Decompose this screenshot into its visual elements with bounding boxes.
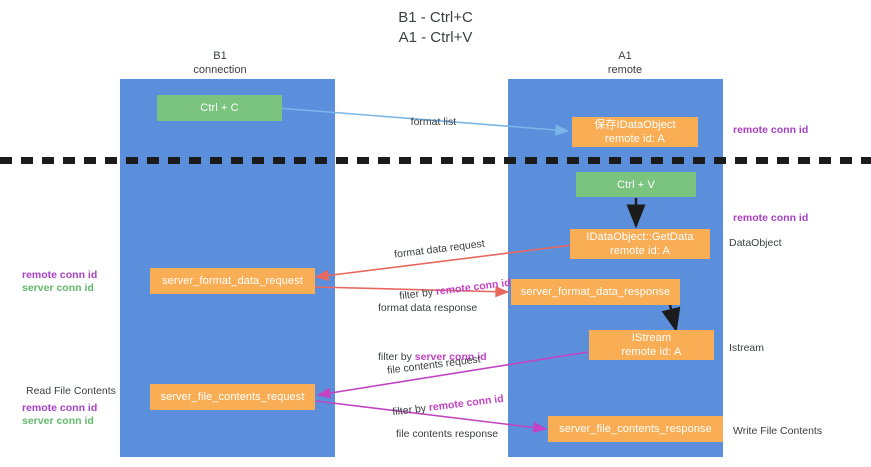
filter-key-2: server conn id (414, 351, 487, 363)
column-header-b1: B1 connection (193, 50, 247, 76)
node-idataobject-getdata-line2: remote id: A (610, 245, 670, 257)
node-server-file-contents-request[interactable]: server_file_contents_request (150, 384, 315, 410)
page-title: B1 - Ctrl+C A1 - Ctrl+V (398, 9, 473, 46)
node-idataobject-save-line1: 保存IDataObject (594, 119, 676, 131)
section-divider-dashed (0, 157, 871, 164)
node-server-format-data-request[interactable]: server_format_data_request (150, 268, 315, 294)
node-ctrl-v[interactable]: Ctrl + V (576, 172, 696, 197)
node-server-file-contents-request-label: server_file_contents_request (160, 391, 305, 403)
node-istream-line2: remote id: A (621, 346, 682, 358)
edge-label-format-data-request-text: format data request (393, 237, 486, 261)
annotation-read-file-contents: Read File Contents (26, 385, 116, 397)
column-header-a1: A1 remote (607, 50, 643, 76)
node-idataobject-save[interactable]: 保存IDataObject remote id: A (572, 117, 698, 147)
node-idataobject-getdata[interactable]: IDataObject::GetData remote id: A (570, 229, 710, 259)
node-idataobject-getdata-line1: IDataObject::GetData (586, 231, 694, 243)
node-istream-line1: IStream (631, 332, 672, 344)
node-ctrl-c[interactable]: Ctrl + C (157, 95, 282, 121)
edge-label-format-data-response: format data response filter by server co… (378, 273, 487, 392)
node-idataobject-save-line2: remote id: A (605, 133, 665, 145)
annotation-remote-conn-id-left-1: remote conn id (22, 269, 98, 281)
node-server-file-contents-response-label: server_file_contents_response (559, 423, 712, 435)
edge-label-format-list: format list (399, 101, 457, 143)
edge-label-format-data-response-text: format data response (378, 302, 478, 314)
annotation-istream: Istream (729, 342, 765, 354)
node-ctrl-v-line1: Ctrl + V (617, 178, 655, 191)
annotation-remote-conn-id-top: remote conn id (733, 124, 809, 136)
annotation-server-conn-id-left-2: server conn id (22, 415, 94, 427)
node-server-format-data-request-label: server_format_data_request (162, 275, 303, 287)
edge-label-file-contents-response-text: file contents response (396, 428, 499, 440)
annotation-server-conn-id-left-1: server conn id (22, 282, 94, 294)
edge-label-format-data-response-filter: filter by server conn id (378, 350, 487, 364)
filter-prefix-2: filter by (378, 351, 415, 363)
annotation-remote-conn-id-left-2: remote conn id (22, 402, 98, 414)
node-istream[interactable]: IStream remote id: A (589, 330, 714, 360)
annotation-remote-conn-id-mid: remote conn id (733, 212, 809, 224)
edge-label-file-contents-request-text: file contents request (386, 353, 482, 377)
node-ctrl-c-line1: Ctrl + C (200, 102, 239, 114)
edge-label-file-contents-response: file contents response filter by server … (396, 399, 504, 467)
node-server-file-contents-response[interactable]: server_file_contents_response (548, 416, 723, 442)
annotation-write-file-contents: Write File Contents (733, 425, 823, 437)
annotation-dataobject: DataObject (729, 237, 782, 249)
edge-label-format-list-text: format list (410, 116, 457, 128)
node-server-format-data-response[interactable]: server_format_data_response (511, 279, 680, 305)
node-server-format-data-response-label: server_format_data_response (520, 286, 671, 298)
